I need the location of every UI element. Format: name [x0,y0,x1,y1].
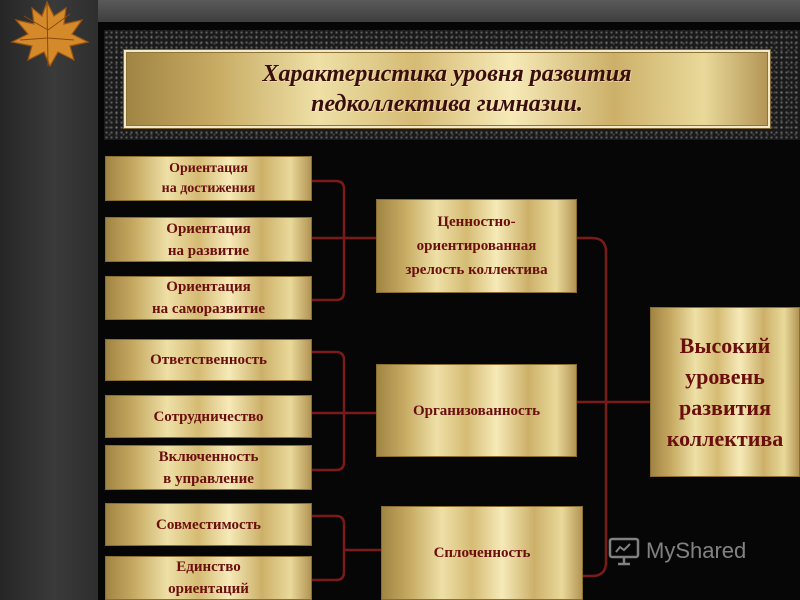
left-item-line: Сотрудничество [153,408,264,425]
middle-item-line: Сплоченность [433,545,531,561]
left-item-line: Ориентация [169,160,248,176]
left-item-line: Ориентация [166,220,251,237]
watermark: MyShared [608,536,746,566]
middle-item-organization: Организованность [376,364,577,457]
middle-item-line: зрелость коллектива [405,262,548,278]
left-item-unity-of-orientations: Единство ориентаций [105,556,312,600]
left-item-line: на развитие [167,242,250,259]
middle-item-cohesion: Сплоченность [381,506,583,600]
left-item-line: Совместимость [155,516,261,533]
left-item-line: Ответственность [150,352,267,368]
left-frame-strip [0,0,98,600]
left-item-line: Включенность [158,448,259,465]
left-item-responsibility: Ответственность [105,339,312,381]
middle-item-line: ориентированная [416,238,537,254]
left-item-line: Единство [176,559,241,575]
left-item-line: на саморазвитие [151,301,266,317]
left-item-cooperation: Сотрудничество [105,395,312,438]
result-line: Высокий [679,333,771,358]
watermark-text: MyShared [646,538,747,563]
slide-title: Характеристика уровня развития педколлек… [124,50,770,128]
result-line: развития [678,395,772,420]
presentation-screen-icon [608,537,640,566]
left-item-involvement: Включенность в управление [105,445,312,490]
left-item-orientation-self-development: Ориентация на саморазвитие [105,276,312,320]
left-item-line: в управление [163,470,254,487]
title-line-2: педколлектива гимназии. [311,91,583,117]
left-item-orientation-achievement: Ориентация на достижения [105,156,312,201]
result-line: коллектива [666,426,784,451]
left-item-line: ориентаций [168,581,249,597]
top-frame-strip [0,0,800,22]
left-item-line: на достижения [161,180,256,196]
title-line-1: Характеристика уровня развития [262,61,632,87]
left-item-compatibility: Совместимость [105,503,312,546]
left-item-line: Ориентация [166,279,251,295]
autumn-leaf-icon [10,0,90,68]
result-line: уровень [685,364,765,389]
middle-item-line: Организованность [412,402,541,419]
middle-item-value-maturity: Ценностно- ориентированная зрелость колл… [376,199,577,293]
result-high-level: Высокий уровень развития коллектива [650,307,800,477]
left-item-orientation-development: Ориентация на развитие [105,217,312,262]
middle-item-line: Ценностно- [437,214,516,230]
